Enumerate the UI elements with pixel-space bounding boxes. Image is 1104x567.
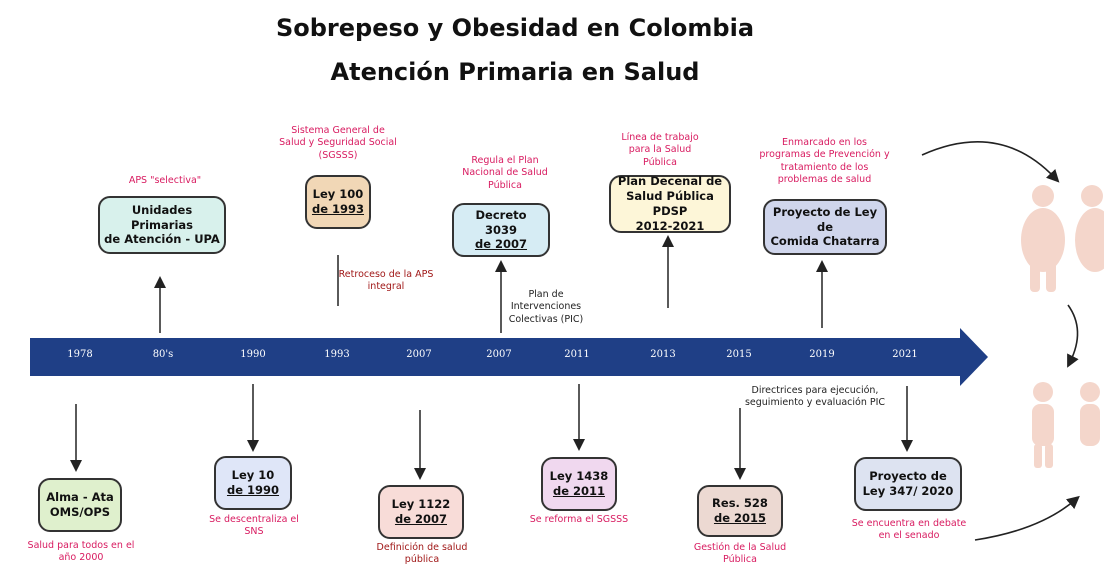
- note-sgsss: Sistema General de Salud y Seguridad Soc…: [279, 125, 397, 161]
- note-salud-para-todos: Salud para todos en el año 2000: [27, 540, 135, 564]
- year-label: 2015: [726, 349, 752, 360]
- title-line-2: Atención Primaria en Salud: [330, 58, 700, 86]
- year-label: 2013: [650, 349, 676, 360]
- note-definicion: Definición de salud pública: [376, 542, 468, 566]
- note-gestion: Gestión de la Salud Pública: [693, 542, 787, 566]
- curve-arrow-mid: [1067, 304, 1079, 368]
- timeline-arrow: [30, 328, 988, 386]
- note-debate-senado: Se encuentra en debate en el senado: [851, 518, 967, 542]
- year-label: 80's: [152, 349, 174, 360]
- year-label: 2021: [892, 349, 918, 360]
- curve-arrow-top: [921, 141, 1060, 183]
- note-pic: Plan de Intervenciones Colectivas (PIC): [508, 289, 584, 325]
- year-label: 1990: [240, 349, 266, 360]
- note-linea-trabajo: Línea de trabajo para la Salud Pública: [621, 132, 699, 168]
- note-aps-selectiva: APS "selectiva": [128, 175, 202, 186]
- year-label: 2019: [809, 349, 835, 360]
- year-label: 2007: [406, 349, 432, 360]
- note-retroceso: Retroceso de la APS integral: [338, 269, 434, 293]
- title-line-1: Sobrepeso y Obesidad en Colombia: [275, 14, 755, 42]
- note-reforma: Se reforma el SGSSS: [529, 514, 629, 525]
- note-directrices: Directrices para ejecución, seguimiento …: [744, 385, 886, 409]
- year-label: 2007: [486, 349, 512, 360]
- obese-figures-icon: [1021, 185, 1104, 292]
- note-prevencion: Enmarcado en los programas de Prevención…: [759, 137, 890, 186]
- curve-arrow-bottom: [974, 495, 1080, 541]
- year-label: 1978: [67, 349, 93, 360]
- normal-figures-icon: [1032, 382, 1100, 468]
- year-label: 1993: [324, 349, 350, 360]
- note-plan-nacional: Regula el Plan Nacional de Salud Pública: [462, 155, 548, 191]
- year-label: 2011: [564, 349, 590, 360]
- note-descentraliza: Se descentraliza el SNS: [209, 514, 299, 538]
